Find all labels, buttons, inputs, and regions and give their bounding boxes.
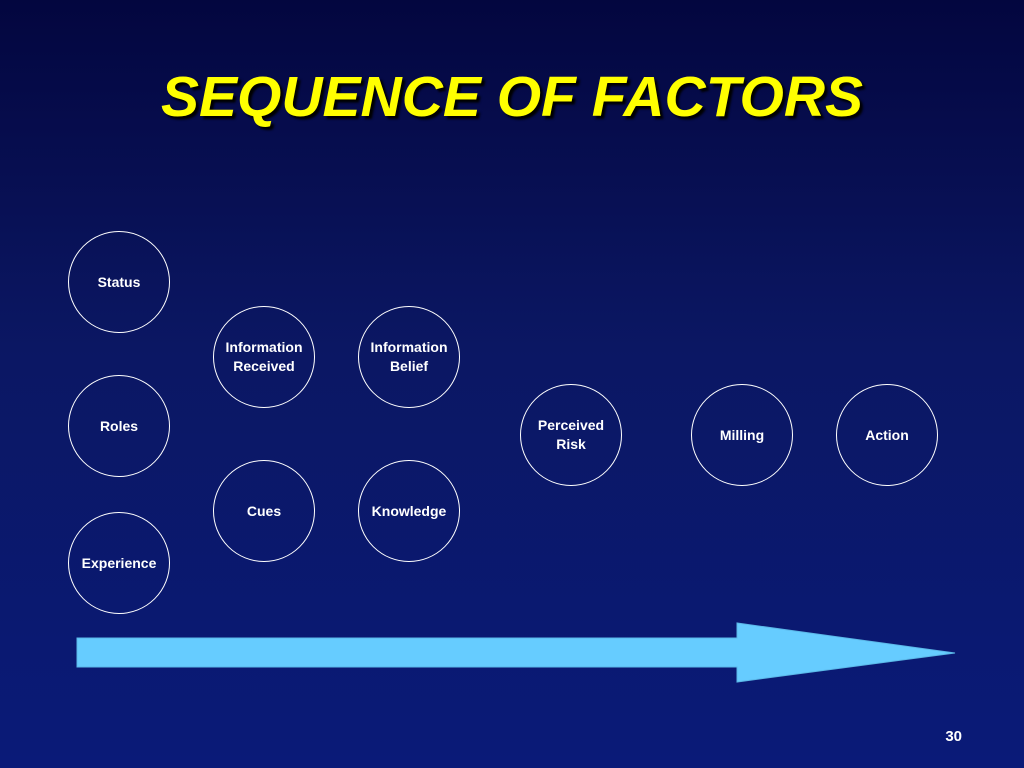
node-experience: Experience	[68, 512, 170, 614]
node-perceived-risk-label: Perceived Risk	[537, 417, 605, 452]
node-perceived-risk: Perceived Risk	[520, 384, 622, 486]
node-cues: Cues	[213, 460, 315, 562]
node-milling-label: Milling	[719, 426, 765, 443]
node-knowledge-label: Knowledge	[371, 502, 447, 519]
node-knowledge: Knowledge	[358, 460, 460, 562]
node-roles: Roles	[68, 375, 170, 477]
node-experience-label: Experience	[81, 554, 157, 571]
node-action-label: Action	[865, 426, 909, 443]
node-cues-label: Cues	[246, 502, 282, 519]
sequence-arrow-shape	[76, 622, 956, 683]
node-status-label: Status	[97, 273, 141, 290]
node-milling: Milling	[691, 384, 793, 486]
node-status: Status	[68, 231, 170, 333]
node-information-received-label: Information Received	[225, 339, 303, 374]
node-information-received: Information Received	[213, 306, 315, 408]
node-information-belief-label: Information Belief	[370, 339, 448, 374]
node-action: Action	[836, 384, 938, 486]
node-information-belief: Information Belief	[358, 306, 460, 408]
node-roles-label: Roles	[99, 417, 139, 434]
page-number: 30	[945, 728, 962, 745]
slide-title: SEQUENCE OF FACTORS	[160, 65, 864, 129]
